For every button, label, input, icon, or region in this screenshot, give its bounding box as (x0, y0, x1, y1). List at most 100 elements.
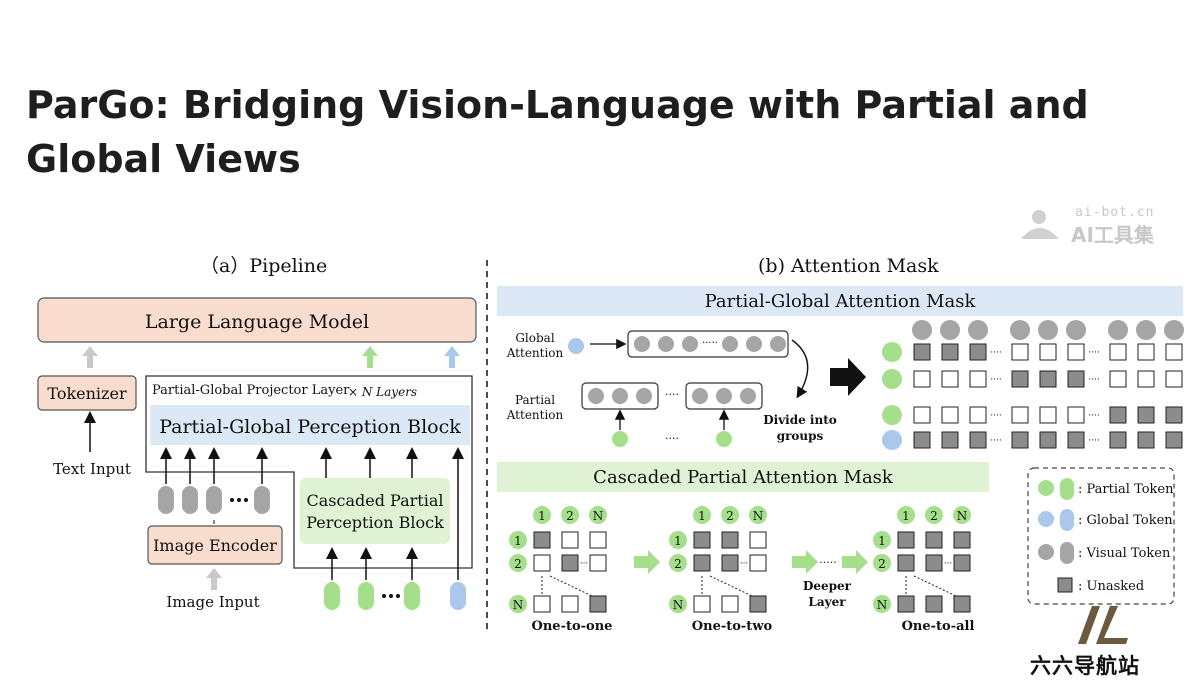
matrix-cell (1165, 370, 1183, 388)
mini-cell (721, 554, 739, 572)
image-input-arrow (206, 568, 222, 590)
mini-cell (561, 531, 579, 549)
mini-column-token (925, 506, 943, 524)
partial-group-1-tokens (588, 388, 652, 404)
mini-diagonal (709, 575, 753, 597)
watermark-icon (1021, 210, 1059, 239)
mini-cell (953, 531, 971, 549)
mini-row-token (669, 531, 687, 549)
global-token-row (627, 330, 789, 358)
mini-cell (749, 554, 767, 572)
mini-row-token (873, 595, 891, 613)
mini-row-token (509, 554, 527, 572)
global-attention-label-1: Global (515, 331, 554, 345)
one-to-two-label: One-to-two (692, 619, 773, 634)
tokenizer-label: Tokenizer (47, 384, 127, 403)
mini-row-label: 2 (878, 557, 886, 571)
mini-column-token (589, 506, 607, 524)
legend-box (1027, 467, 1175, 605)
matrix-column-token (1010, 320, 1030, 340)
pg-mask-bar (497, 286, 1183, 316)
matrix-cell (1137, 431, 1155, 449)
mini-column-label: N (593, 509, 604, 523)
matrix-cell (1011, 431, 1029, 449)
partial-up-arrows-b (614, 409, 730, 430)
logo-mark-icon (1078, 606, 1128, 644)
gray-up-arrow (82, 346, 98, 368)
page-title: ParGo: Bridging Vision-Language with Par… (26, 83, 1089, 181)
matrix-ellipsis: ···· (990, 436, 1002, 446)
legend-global-pill (1060, 509, 1074, 531)
green-arrow-1 (634, 550, 660, 574)
matrix-cell (1011, 370, 1029, 388)
matrix-column-token (1038, 320, 1058, 340)
mini-cell (589, 531, 607, 549)
pipeline-title: （a）Pipeline (200, 255, 327, 277)
deeper-label-2: Layer (808, 595, 846, 609)
matrix-cell (913, 406, 931, 424)
cascaded-mask-bar (497, 462, 989, 492)
matrix-cell (941, 406, 959, 424)
matrix-cell (969, 370, 987, 388)
cascaded-mask-label: Cascaded Partial Attention Mask (593, 467, 894, 488)
mini-cell (749, 595, 767, 613)
mini-cell (533, 531, 551, 549)
global-row-tokens: ····· (634, 336, 786, 352)
partial-tokens (324, 582, 466, 610)
mini-cell (897, 595, 915, 613)
watermark-site: ai-bot.cn (1075, 205, 1155, 220)
matrix-ellipsis: ···· (990, 375, 1002, 385)
matrix-cell (1039, 406, 1057, 424)
matrix-ellipsis: ···· (1088, 436, 1100, 446)
legend-partial-dot (1038, 480, 1054, 496)
legend-unasked-label: : Unasked (1078, 579, 1144, 594)
layers-mult-label: × N Layers (348, 385, 417, 399)
mini-column-label: 1 (698, 509, 706, 523)
projector-frame (145, 375, 473, 569)
mini-ellipsis: ··· (944, 559, 953, 569)
mini-column-label: N (753, 509, 764, 523)
green-up-arrow (362, 346, 378, 368)
matrix-cell (1011, 343, 1029, 361)
mini-column-label: 1 (902, 509, 910, 523)
mini-row-token (669, 554, 687, 572)
mini-cell (925, 554, 943, 572)
matrix-column-token (940, 320, 960, 340)
mini-cell (897, 554, 915, 572)
deeper-label-1: Deeper (803, 579, 852, 593)
matrix-cell (969, 406, 987, 424)
deeper-ellipsis: ····· (819, 556, 836, 569)
legend-visual-dot (1038, 544, 1054, 560)
partial-token-dot-2 (716, 431, 732, 447)
mini-cell (589, 595, 607, 613)
matrix-cell (1165, 343, 1183, 361)
partial-up-arrows (326, 547, 418, 580)
matrix-row-token (882, 405, 902, 425)
image-input-label: Image Input (166, 593, 259, 611)
mini-row-label: 1 (674, 534, 682, 548)
mini-column-label: 2 (726, 509, 734, 523)
matrix-ellipsis: ···· (1088, 348, 1100, 358)
mini-cell (533, 595, 551, 613)
mini-column-token (721, 506, 739, 524)
projector-layer-label: Partial-Global Projector Layer (152, 383, 350, 398)
partial-group-2 (685, 382, 763, 410)
matrix-row-token (882, 342, 902, 362)
partial-group-ellipsis: ···· (665, 388, 679, 401)
cascaded-block-label-1: Cascaded Partial (307, 491, 444, 510)
matrix-cell (1011, 406, 1029, 424)
mini-ellipsis: ··· (740, 559, 749, 569)
big-right-arrow (830, 358, 866, 396)
partial-group-1 (581, 382, 659, 410)
watermark: ai-bot.cn AI工具集 (1015, 205, 1175, 247)
image-encoder-label: Image Encoder (153, 536, 277, 555)
partial-attention-label-2: Attention (506, 408, 564, 422)
mini-row-label: N (513, 598, 524, 612)
mini-row-token (873, 531, 891, 549)
matrix-cell (1067, 431, 1085, 449)
matrix-column-token (912, 320, 932, 340)
image-encoder-box (147, 525, 283, 565)
mini-cell (953, 554, 971, 572)
partial-group-2-tokens (692, 388, 756, 404)
